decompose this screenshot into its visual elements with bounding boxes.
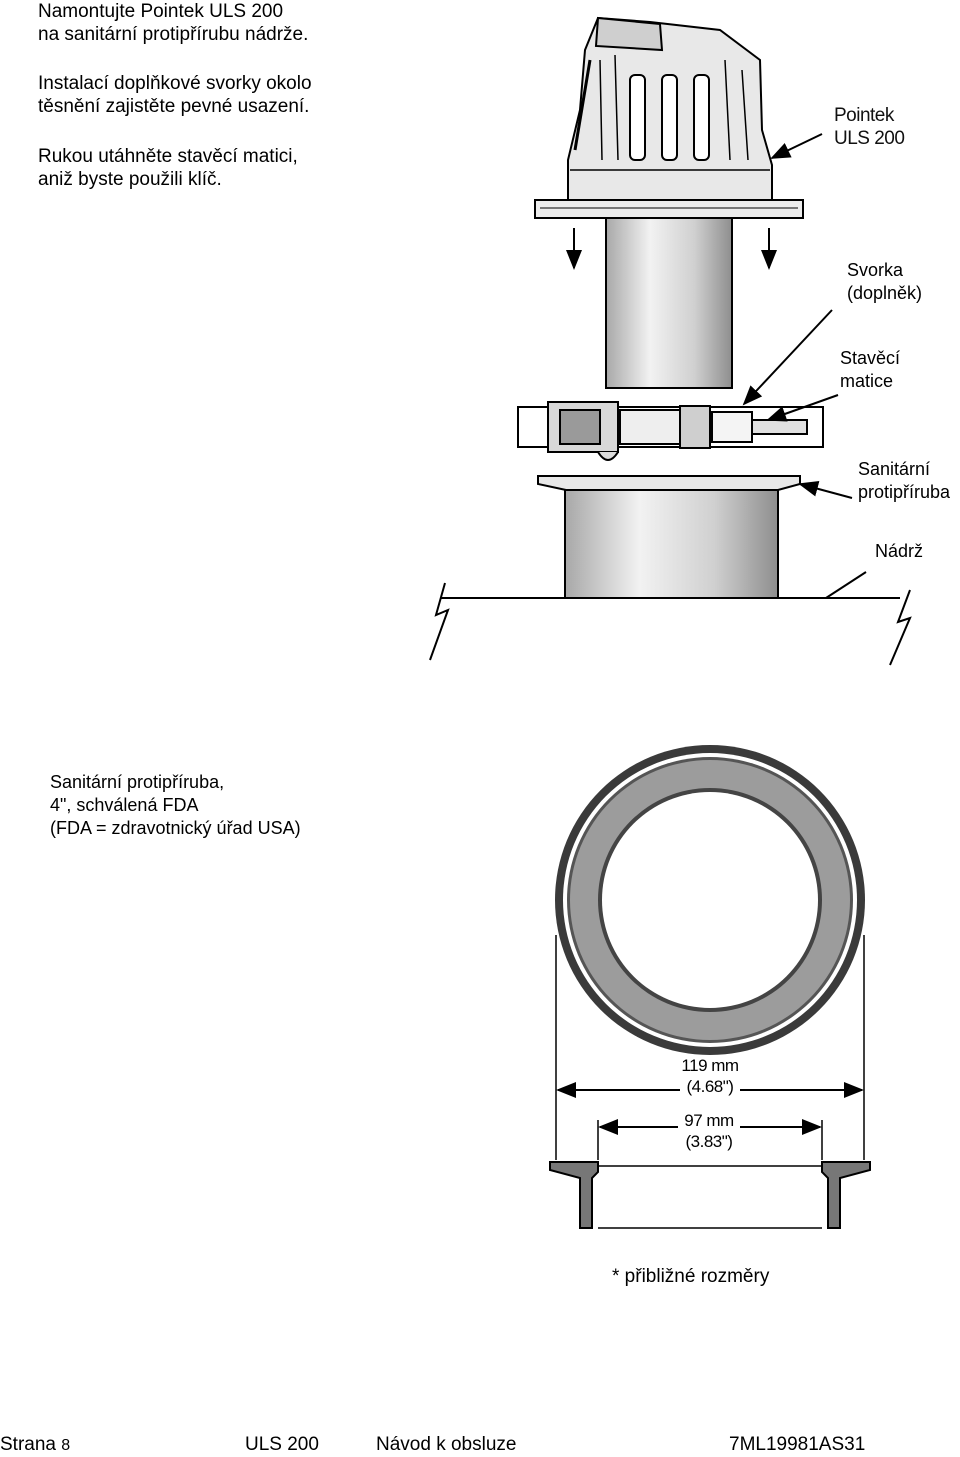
pointek-head — [534, 16, 804, 389]
nut-label: Stavěcí matice — [840, 347, 901, 393]
footer-doc-title: Návod k obsluze — [376, 1434, 517, 1455]
mounting-diagram — [429, 16, 912, 666]
flange-caption: Sanitární protipříruba, 4", schválená FD… — [50, 772, 301, 838]
flange-side-view — [549, 1161, 871, 1229]
approx-note: * přibližné rozměry — [612, 1265, 770, 1288]
tank-label: Nádrž — [875, 540, 924, 563]
instruction-2: Instalací doplňkové svorky okolo těsnění… — [38, 73, 312, 117]
flange-label: Sanitární protipříruba — [858, 458, 951, 504]
tank — [429, 582, 912, 666]
page-number: Strana 8 — [0, 1434, 71, 1455]
product-label: Pointek ULS 200 — [834, 105, 905, 149]
flange-top-view — [555, 745, 865, 1055]
inner-dimension: 97 mm (3.83") — [678, 1110, 740, 1152]
footer-doc-code: 7ML19981AS31 — [729, 1434, 866, 1455]
instruction-1: Namontujte Pointek ULS 200 na sanitární … — [38, 1, 309, 45]
instruction-3: Rukou utáhněte stavěcí matici, aniž byst… — [38, 146, 298, 190]
clamp-label: Svorka (doplněk) — [847, 259, 923, 305]
footer-product: ULS 200 — [245, 1434, 319, 1455]
sanitary-flange — [537, 475, 801, 599]
outer-dimension: 119 mm (4.68") — [680, 1055, 740, 1097]
